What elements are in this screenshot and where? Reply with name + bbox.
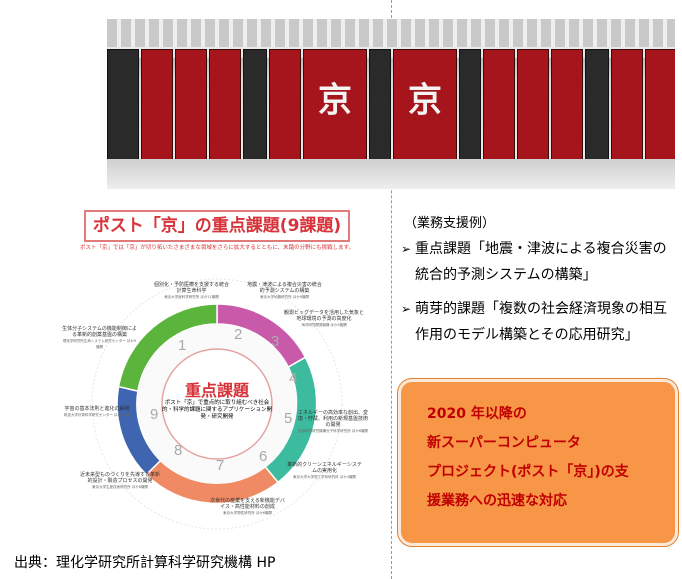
rack xyxy=(611,49,643,169)
photo-ceiling xyxy=(107,19,675,47)
issue-label: 地震・津波による複合災害の統合的予測システムの構築東京大学地震研究所 ほか9機関 xyxy=(247,282,322,299)
support-item: ➢萌芽的課題「複数の社会経済現象の相互 作用のモデル構築とその応用研究」 xyxy=(401,296,676,348)
rack xyxy=(369,49,391,169)
issue-wheel xyxy=(91,278,343,530)
rack xyxy=(175,49,207,169)
callout-text: 2020 年以降の 新スーパーコンピュータ プロジェクト(ポスト「京」)の支 援… xyxy=(427,406,629,509)
issue-label: 生体分子システムの機能制御による革新的創薬基盤の構築理化学研究所生命システム研究… xyxy=(62,326,137,349)
rack xyxy=(141,49,173,169)
rack xyxy=(209,49,241,169)
arrow-bullet-icon: ➢ xyxy=(401,242,412,256)
wheel-center xyxy=(161,348,273,460)
wheel-outer-guide xyxy=(91,278,343,530)
issue-number: 5 xyxy=(284,410,293,427)
issue-number: 3 xyxy=(271,333,280,350)
center-description: ポスト「京」で重点的に取り組むべき社会的・科学的課題に関するアプリケーション開発… xyxy=(162,400,272,420)
source-caption: 出典：理化学研究所計算科学研究機構 HP xyxy=(14,555,276,571)
callout-box: 2020 年以降の 新スーパーコンピュータ プロジェクト(ポスト「京」)の支 援… xyxy=(398,379,678,546)
rack xyxy=(107,49,139,169)
issue-number: 2 xyxy=(234,326,243,343)
issue-label: 革新的クリーンエネルギーシステムの実用化東京大学大学院工学系研究科 ほか4機関 xyxy=(287,462,362,479)
infographic-subtitle: ポスト「京」では「京」が切り拓いたさまざまな領域をさらに拡大するとともに、未踏の… xyxy=(79,245,355,251)
kei-logo: 京 xyxy=(318,80,352,121)
rack xyxy=(645,49,675,169)
photo-floor xyxy=(107,159,675,189)
rack-with-logo: 京 xyxy=(303,49,367,169)
support-item: ➢重点課題「地震・津波による複合災害の 統合的予測システムの構築」 xyxy=(401,236,676,288)
rack xyxy=(269,49,301,169)
wheel-segment-health xyxy=(117,303,218,393)
rack xyxy=(517,49,549,169)
issue-label: 観測ビッグデータを活用した気象と地球環境の予測の高度化海洋研究開発機構 ほか4機… xyxy=(284,310,365,327)
supercomputer-photo: 京 京 xyxy=(107,19,675,189)
arrow-bullet-icon: ➢ xyxy=(401,302,412,316)
issue-number: 9 xyxy=(150,406,159,423)
kei-logo: 京 xyxy=(408,80,442,121)
issue-number: 6 xyxy=(259,448,268,465)
rack xyxy=(483,49,515,169)
center-title: 重点課題 xyxy=(184,381,249,400)
rack xyxy=(459,49,481,169)
issue-number: 1 xyxy=(178,337,187,354)
issue-number: 4 xyxy=(289,370,298,387)
issue-label: 個別化・予防医療を支援する統合計算生命科学東京大学医科学研究所 ほか11機関 xyxy=(154,282,230,299)
issue-label: 次世代の産業を支える新機能デバイス・高性能材料の創成東京大学物性研究所 ほか6機… xyxy=(210,498,285,515)
issue-number: 7 xyxy=(216,457,225,474)
issue-number: 8 xyxy=(174,442,183,459)
column-divider xyxy=(391,0,392,579)
issue-label: 近未来型ものづくりを先導する革新的設計・製造プロセスの開発東京大学生産技術研究所… xyxy=(80,472,161,489)
rack xyxy=(243,49,267,169)
rack-with-logo: 京 xyxy=(393,49,457,169)
support-heading: （業務支援例） xyxy=(404,216,496,231)
rack xyxy=(551,49,583,169)
priority-issues-infographic: ポスト「京」の重点課題(9課題) ポスト「京」では「京」が切り拓いたさまざまな領… xyxy=(62,210,372,535)
rack xyxy=(585,49,609,169)
issue-label: 宇宙の基本法則と進化の解明筑波大学計算科学研究センター ほか4機関 xyxy=(63,406,131,417)
issue-label: エネルギーの高効率な創出、変換・貯蔵、利用の新規基盤技術の開発自然科学研究機構分… xyxy=(298,410,369,433)
infographic-title: ポスト「京」の重点課題(9課題) xyxy=(84,210,350,242)
